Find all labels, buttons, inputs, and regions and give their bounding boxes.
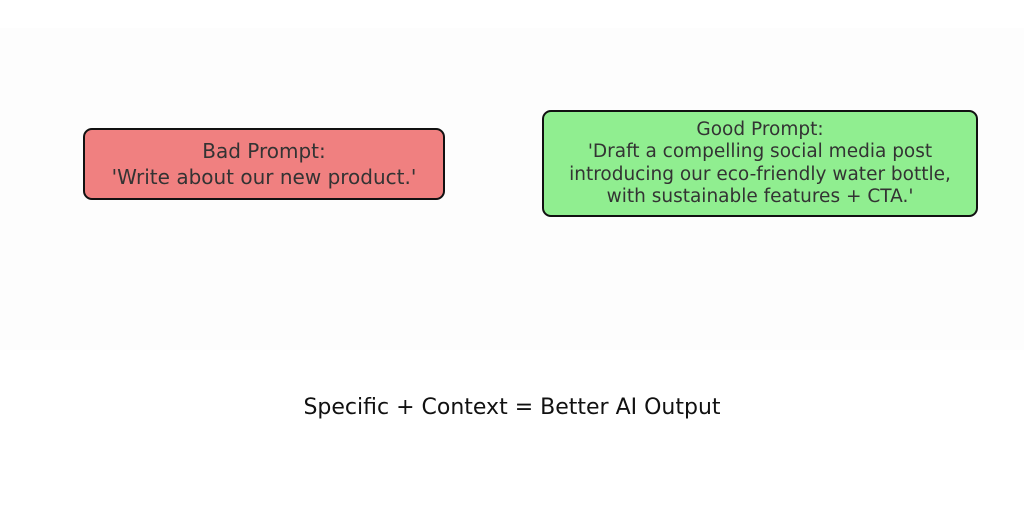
good-prompt-text-line-2: introducing our eco-friendly water bottl… <box>569 163 951 185</box>
bad-prompt-box: Bad Prompt: 'Write about our new product… <box>83 128 445 200</box>
bad-prompt-heading: Bad Prompt: <box>202 139 326 163</box>
bad-prompt-text: 'Write about our new product.' <box>111 165 417 189</box>
good-prompt-box: Good Prompt: 'Draft a compelling social … <box>542 110 978 217</box>
diagram-caption: Specific + Context = Better AI Output <box>303 395 721 420</box>
good-prompt-text-line-1: 'Draft a compelling social media post <box>587 141 933 162</box>
good-prompt-text-line-3: with sustainable features + CTA.' <box>606 186 914 207</box>
good-prompt-heading: Good Prompt: <box>696 118 824 140</box>
